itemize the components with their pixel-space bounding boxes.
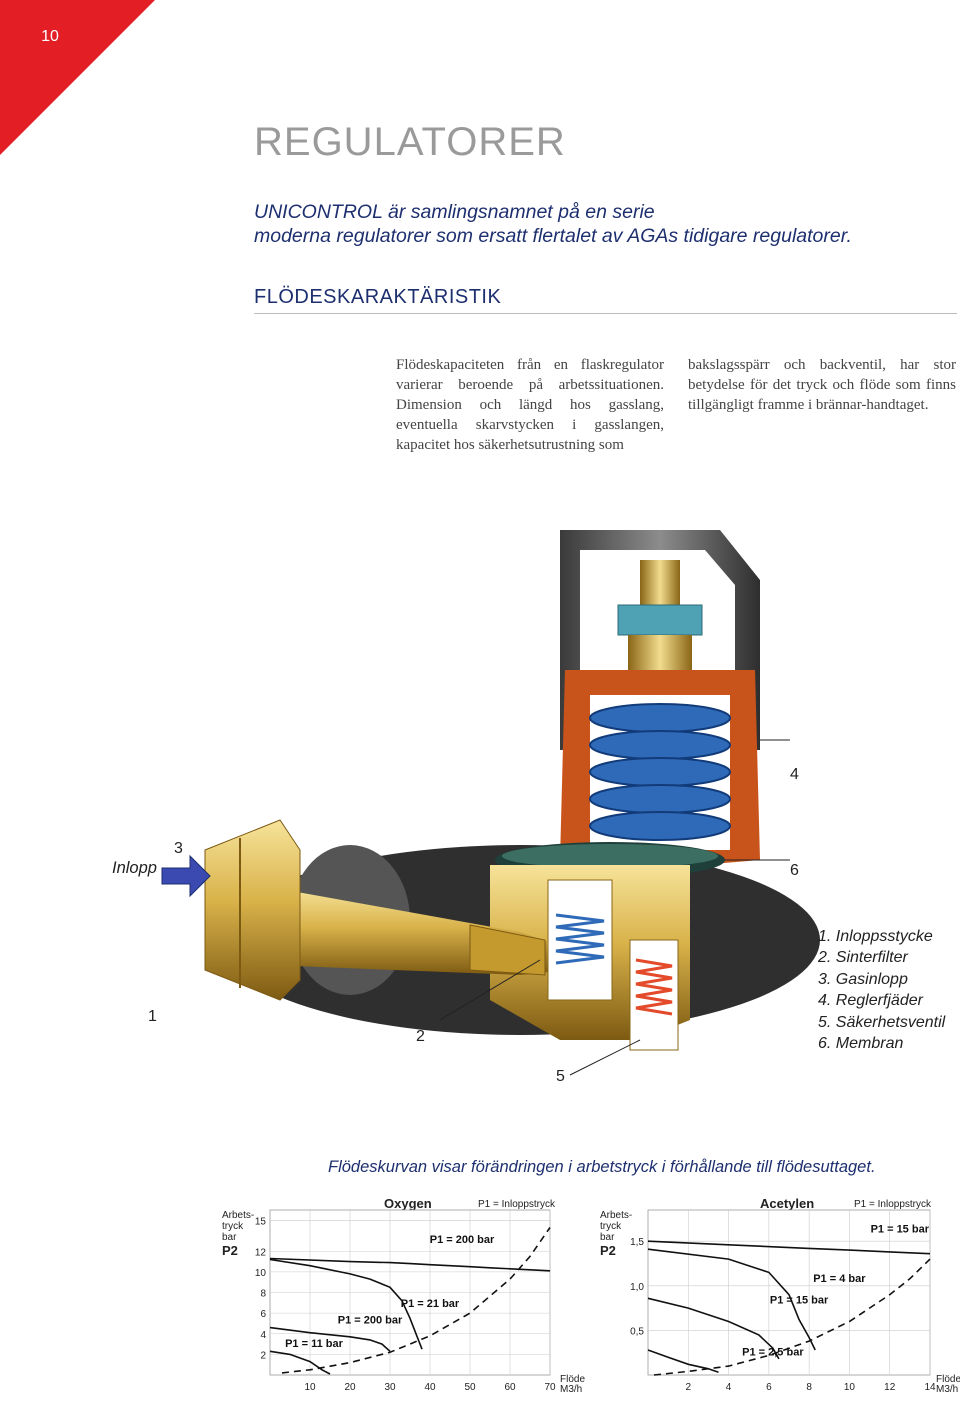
series-label: P1 = 4 bar xyxy=(813,1273,866,1285)
y-tick-label: 15 xyxy=(255,1216,267,1227)
series-line xyxy=(647,1248,816,1351)
parts-legend: 1. Inloppsstycke 2. Sinterfilter 3. Gasi… xyxy=(818,926,945,1054)
legend-item: 2. Sinterfilter xyxy=(818,949,908,967)
series-line xyxy=(269,1257,551,1272)
y-label-line: P2 xyxy=(600,1243,616,1258)
y-tick-label: 0,5 xyxy=(630,1326,644,1337)
chart-title: Acetylen xyxy=(760,1196,815,1211)
y-axis-label: Arbets- tryck bar P2 xyxy=(222,1210,255,1258)
inlet-pipe xyxy=(270,888,548,976)
y-label-line: Arbets- xyxy=(600,1210,633,1221)
chart-title: Oxygen xyxy=(384,1196,432,1211)
series-label: P1 = 15 bar xyxy=(770,1295,829,1307)
series-line xyxy=(647,1297,780,1360)
y-label-line: bar xyxy=(600,1232,615,1243)
page-corner-tab xyxy=(0,0,155,155)
x-tick-label: 20 xyxy=(344,1382,356,1393)
x-tick-label: 10 xyxy=(304,1382,316,1393)
y-tick-label: 6 xyxy=(260,1309,266,1320)
chart-caption: Flödeskurvan visar förändringen i arbets… xyxy=(328,1158,876,1176)
page-title: REGULATORER xyxy=(254,120,566,164)
x-tick-label: 40 xyxy=(424,1382,436,1393)
legend-item: 1. Inloppsstycke xyxy=(818,928,933,945)
chart-note: P1 = Inloppstryck xyxy=(854,1199,931,1210)
x-tick-label: 10 xyxy=(844,1382,856,1393)
callout-3: 3 xyxy=(174,840,183,857)
acetylen-flow-chart: Arbets- tryck bar P2 Acetylen P1 = Inlop… xyxy=(600,1192,960,1408)
series-label: P1 = 200 bar xyxy=(338,1314,403,1326)
series-line xyxy=(647,1240,931,1255)
body-column-2: bakslagsspärr och backventil, har stor b… xyxy=(688,357,956,413)
regulator-cutaway-illustration xyxy=(161,530,820,1076)
x-label-line: M3/h xyxy=(936,1384,959,1395)
series-line xyxy=(269,1350,331,1375)
x-axis-label: Flöde M3/h xyxy=(560,1375,585,1395)
y-axis-label: Arbets- tryck bar P2 xyxy=(600,1210,633,1258)
series-line xyxy=(269,1326,391,1352)
x-tick-label: 70 xyxy=(544,1382,556,1393)
x-tick-label: 30 xyxy=(384,1382,396,1393)
x-tick-label: 60 xyxy=(504,1382,516,1393)
y-label-line: tryck xyxy=(222,1221,244,1232)
series-label: P1 = 21 bar xyxy=(401,1298,460,1310)
y-label-line: bar xyxy=(222,1232,237,1243)
x-tick-label: 6 xyxy=(766,1382,772,1393)
chart-plot: 2 4 6 8 10 12 14 1,5 1,0 0,5 P1 = 15 bar P1 = 4 bar… xyxy=(630,1209,936,1393)
callout-4: 4 xyxy=(790,766,799,783)
x-tick-label: 4 xyxy=(726,1382,732,1393)
series-line xyxy=(647,1349,719,1374)
y-tick-label: 1,0 xyxy=(630,1282,644,1293)
callout-leader-lines xyxy=(439,739,790,1076)
y-tick-label: 4 xyxy=(260,1330,266,1341)
y-tick-label: 8 xyxy=(260,1289,266,1300)
body-column-1: Flödeskapaciteten från en flaskregulator… xyxy=(396,357,664,453)
callout-5: 5 xyxy=(556,1068,565,1085)
callout-1: 1 xyxy=(148,1008,157,1025)
legend-item: 6. Membran xyxy=(818,1035,904,1053)
section-heading: FLÖDESKARAKTÄRISTIK xyxy=(254,286,502,308)
x-label-line: Flöde xyxy=(560,1374,586,1385)
inlet-nut xyxy=(204,819,301,1001)
section-divider xyxy=(254,313,957,314)
x-tick-label: 2 xyxy=(686,1382,692,1393)
legend-item: 3. Gasinlopp xyxy=(818,970,908,988)
y-tick-label: 1,5 xyxy=(630,1237,644,1248)
x-label-line: Flöde xyxy=(936,1374,960,1385)
series-line xyxy=(281,1227,551,1374)
lead-paragraph: UNICONTROL är samlingsnamnet på en serie… xyxy=(254,200,934,248)
callout-2: 2 xyxy=(416,1028,425,1045)
lead-line-2: moderna regulatorer som ersatt flertalet… xyxy=(254,225,852,247)
y-tick-label: 10 xyxy=(255,1268,267,1279)
series-label: P1 = 200 bar xyxy=(430,1234,495,1246)
x-tick-label: 8 xyxy=(806,1382,812,1393)
legend-item: 5. Säkerhetsventil xyxy=(818,1013,946,1031)
y-tick-label: 12 xyxy=(255,1247,267,1258)
x-tick-label: 14 xyxy=(924,1382,936,1393)
regulator-spring xyxy=(589,703,731,841)
series-label: P1 = 11 bar xyxy=(285,1338,344,1350)
legend-item: 4. Reglerfjäder xyxy=(818,992,923,1010)
chart-plot: 10 20 30 40 50 60 70 15 12 10 8 6 4 2 P1 = 200 bar P1 =… xyxy=(255,1209,556,1393)
series-label: P1 = 15 bar xyxy=(871,1223,930,1235)
series-line xyxy=(653,1258,931,1376)
x-tick-label: 12 xyxy=(884,1382,896,1393)
y-label-line: P2 xyxy=(222,1243,238,1258)
callout-6: 6 xyxy=(790,862,799,879)
chart-note: P1 = Inloppstryck xyxy=(478,1199,555,1210)
series-label: P1 = 2,5 bar xyxy=(742,1346,804,1358)
y-label-line: tryck xyxy=(600,1221,622,1232)
inlet-arrow xyxy=(161,854,211,898)
x-label-line: M3/h xyxy=(560,1384,583,1395)
safety-valve-spring xyxy=(635,958,673,1016)
y-tick-label: 2 xyxy=(260,1350,266,1361)
sinter-filter-spring xyxy=(555,913,605,965)
lead-line-1: UNICONTROL är samlingsnamnet på en serie xyxy=(254,201,655,223)
x-axis-label: Flöde M3/h xyxy=(936,1375,960,1395)
series-line xyxy=(269,1258,423,1350)
oxygen-flow-chart: Arbets- tryck bar P2 Oxygen P1 = Inlopps… xyxy=(222,1192,594,1408)
inlet-label: Inlopp xyxy=(112,859,157,877)
y-label-line: Arbets- xyxy=(222,1210,255,1221)
page-number: 10 xyxy=(41,28,59,45)
x-tick-label: 50 xyxy=(464,1382,476,1393)
